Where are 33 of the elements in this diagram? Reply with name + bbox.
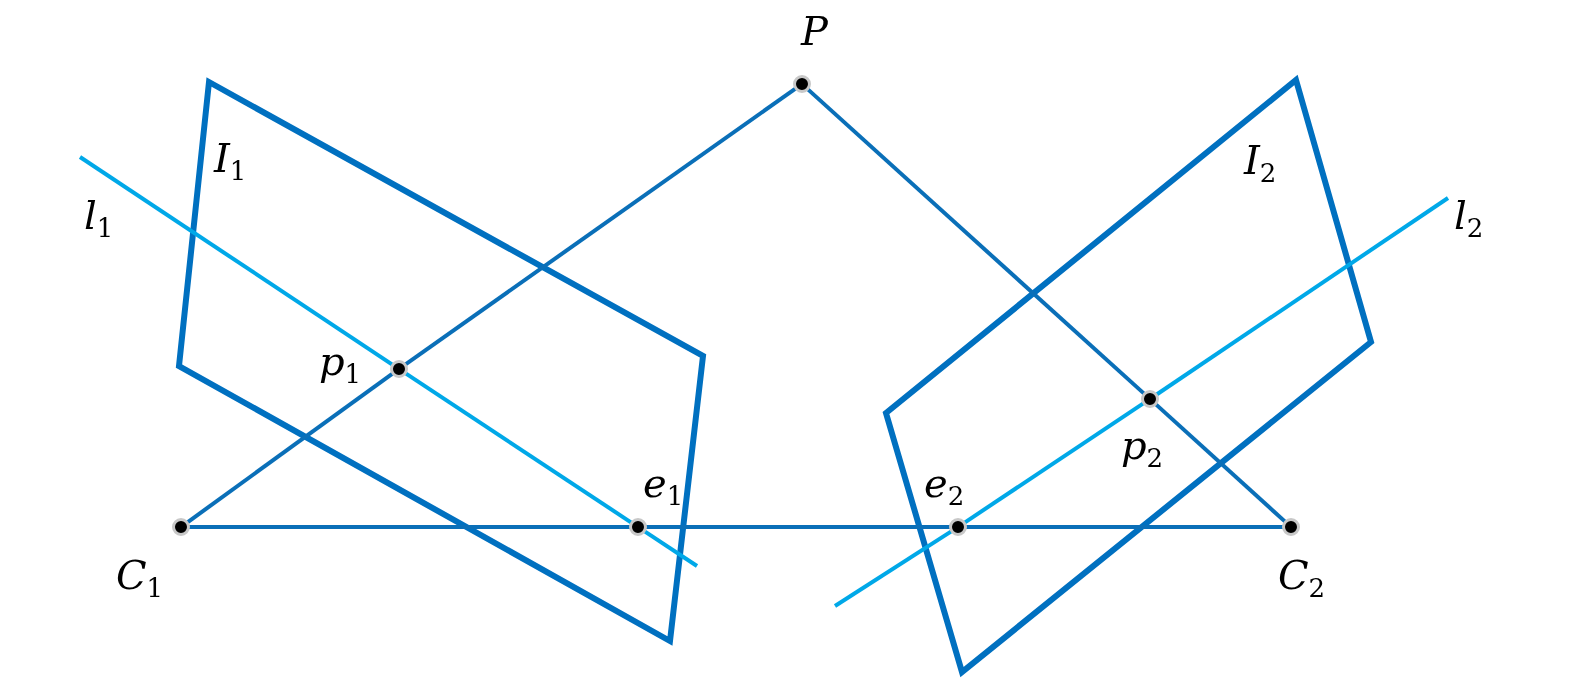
point-label: C$_{1}$ (116, 555, 164, 601)
point-marker (949, 518, 967, 536)
line (186, 372, 394, 524)
line (643, 529, 699, 568)
line (189, 525, 630, 529)
point-marker (172, 518, 190, 536)
point-label: e$_{1}$ (643, 463, 684, 509)
point-marker (1282, 518, 1300, 536)
line-label: l$_{1}$ (84, 195, 114, 241)
point-label: p$_{1}$ (319, 341, 362, 387)
point-label: P (801, 11, 828, 51)
point-marker (793, 75, 811, 93)
line (404, 87, 797, 366)
point-label: e$_{2}$ (924, 463, 965, 509)
image-plane (882, 76, 1375, 676)
line-label: l$_{2}$ (1454, 195, 1484, 241)
line (78, 155, 394, 367)
line (404, 371, 633, 525)
line (963, 401, 1145, 525)
line (1154, 402, 1287, 524)
point-label: C$_{2}$ (1278, 555, 1326, 601)
plane-label: I$_{2}$ (1244, 140, 1277, 186)
line (1155, 196, 1450, 397)
point-marker (390, 360, 408, 378)
line (966, 525, 1283, 529)
line (806, 87, 1146, 396)
point-label: p$_{2}$ (1121, 425, 1164, 471)
line (646, 525, 950, 529)
point-marker (1141, 390, 1159, 408)
image-plane (175, 78, 707, 645)
point-marker (629, 518, 647, 536)
plane-label: I$_{1}$ (214, 138, 247, 184)
line (833, 529, 953, 608)
